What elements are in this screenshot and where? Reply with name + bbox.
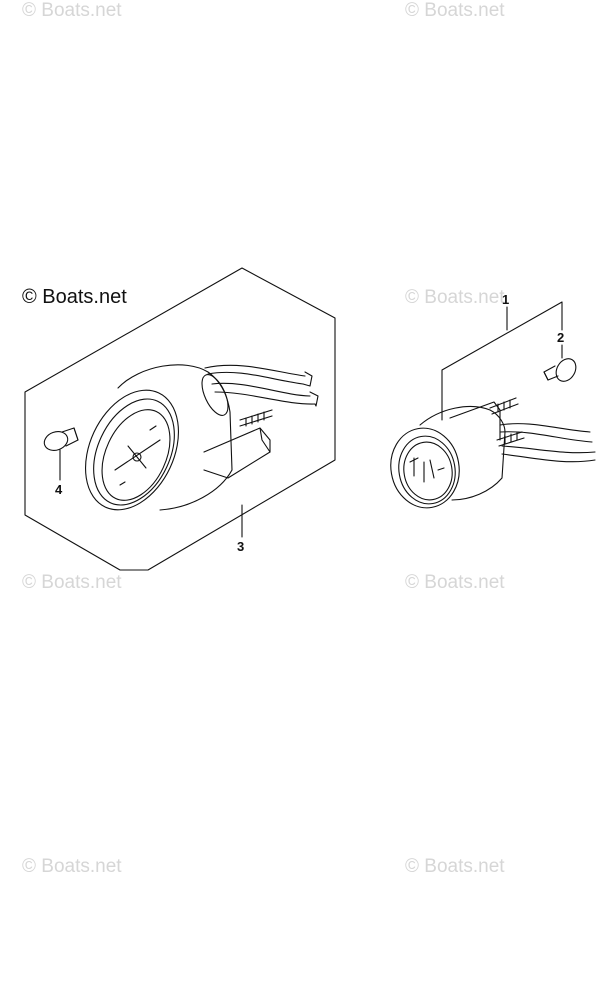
gauge-right	[385, 398, 595, 513]
watermark-bottom-left: © Boats.net	[22, 856, 122, 877]
callout-2: 2	[557, 330, 565, 345]
watermark-lower-left: © Boats.net	[22, 572, 122, 593]
leader-1	[442, 302, 562, 420]
gauge-left	[67, 365, 318, 525]
bulb-right	[544, 355, 580, 385]
callout-4: 4	[55, 482, 63, 497]
watermark-top-left: © Boats.net	[22, 0, 122, 21]
watermark-top-right: © Boats.net	[405, 0, 505, 21]
watermark-bottom-right: © Boats.net	[405, 856, 505, 877]
watermark-main: © Boats.net	[22, 286, 127, 308]
bulb-left	[42, 428, 78, 454]
watermark-lower-right: © Boats.net	[405, 572, 505, 593]
callout-3: 3	[237, 539, 245, 554]
watermark-mid-right: © Boats.net	[405, 287, 505, 308]
callout-1: 1	[502, 292, 510, 307]
assembly-box-outline	[25, 268, 335, 570]
